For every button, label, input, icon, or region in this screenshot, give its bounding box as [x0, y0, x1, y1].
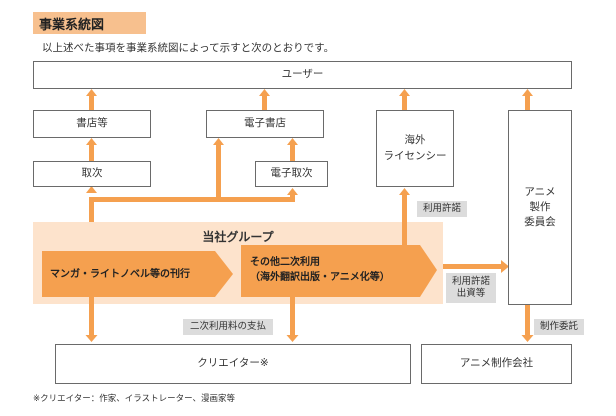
flow-e-distributor-to-ebookstore [290, 143, 295, 163]
arrow-publishing-creator [85, 335, 98, 342]
e-distributor-box: 電子取次 [255, 161, 328, 187]
flow-to-ebookstore [216, 143, 221, 199]
arrow-to-overseas [399, 188, 410, 195]
overseas-label-line1: 海外 [404, 134, 426, 147]
arrow-committee-user [522, 89, 533, 96]
user-label: ユーザー [281, 68, 324, 81]
user-box: ユーザー [33, 61, 572, 89]
license-investment-label: 利用許諾 出資等 [446, 273, 496, 303]
distributor-box: 取次 [33, 161, 151, 187]
license-investment-line1: 利用許諾 [451, 275, 490, 287]
ebookstore-box: 電子書店 [206, 110, 324, 138]
publishing-chevron [42, 251, 233, 297]
flow-overseas-to-user [402, 96, 407, 110]
bookstore-label: 書店等 [76, 117, 108, 130]
secondary-use-line1: その他二次利用 [250, 257, 320, 268]
distributor-label: 取次 [81, 167, 103, 180]
secondary-use-label: その他二次利用 （海外翻訳出版・アニメ化等） [250, 256, 420, 285]
creator-box: クリエイター※ [55, 344, 411, 384]
anime-studio-label: アニメ制作会社 [459, 357, 534, 370]
section-title: 事業系統図 [33, 12, 146, 34]
arrow-to-bookstore [86, 138, 97, 145]
anime-committee-box: アニメ 製作 委員会 [508, 110, 572, 305]
flow-to-overseas [402, 193, 407, 245]
overseas-licensee-box: 海外 ライセンシー [376, 110, 454, 187]
flow-group-up [89, 199, 94, 222]
committee-label-line2: 製作 [529, 200, 551, 213]
arrow-to-ebookstore-2 [287, 138, 298, 145]
committee-label-line1: アニメ [524, 185, 556, 198]
flow-to-committee [443, 264, 503, 269]
creator-label: クリエイター※ [197, 357, 269, 370]
license-investment-line2: 出資等 [456, 288, 486, 299]
committee-label-line3: 委員会 [524, 216, 556, 229]
flow-secondary-to-creator [290, 297, 295, 337]
publishing-label: マンガ・ライトノベル等の刊行 [50, 269, 190, 280]
fee-payment-label: 二次利用料の支払 [183, 319, 273, 335]
company-group-title: 当社グループ [202, 230, 274, 244]
overseas-label-line2: ライセンシー [383, 149, 447, 162]
arrow-to-committee [501, 260, 509, 273]
flow-to-e-distributor [290, 193, 295, 199]
secondary-use-chevron [241, 245, 437, 297]
flow-distribution-bar [89, 197, 295, 202]
arrow-bookstore-user [86, 89, 97, 96]
production-order-label: 制作委託 [534, 319, 584, 335]
license-label: 利用許諾 [417, 201, 467, 217]
anime-studio-box: アニメ制作会社 [421, 344, 572, 384]
flow-ebookstore-to-user [262, 96, 267, 110]
e-distributor-label: 電子取次 [270, 167, 313, 180]
flow-committee-to-studio [525, 305, 530, 337]
arrow-to-distributor [86, 186, 97, 193]
bookstore-box: 書店等 [33, 110, 151, 138]
flow-publishing-to-creator [89, 297, 94, 337]
secondary-use-line2: （海外翻訳出版・アニメ化等） [250, 271, 390, 283]
arrow-secondary-creator [286, 335, 299, 342]
arrow-overseas-user [399, 89, 410, 96]
intro-text: 以上述べた事項を事業系統図によって示すと次のとおりです。 [42, 42, 335, 54]
arrow-to-e-distributor [287, 188, 298, 195]
arrow-to-studio [521, 335, 534, 342]
ebookstore-label: 電子書店 [244, 117, 286, 130]
footnote: ※クリエイター：作家、イラストレーター、漫画家等 [33, 394, 236, 404]
flow-distributor-to-bookstore [89, 143, 94, 163]
flow-committee-to-user [525, 96, 530, 110]
flow-bookstore-to-user [89, 96, 94, 110]
arrow-ebookstore-user [259, 89, 270, 96]
arrow-to-ebookstore [213, 138, 224, 145]
